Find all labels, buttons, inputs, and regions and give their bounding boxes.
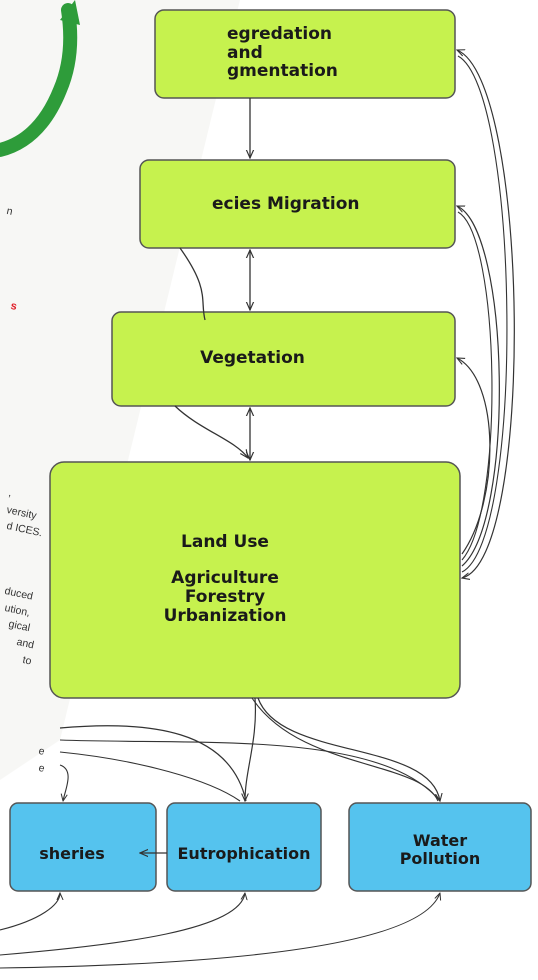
degradation-line2: gmentation	[227, 61, 338, 82]
land-use-agriculture: Agriculture	[171, 568, 279, 589]
fisheries-text: sheries	[39, 844, 105, 864]
bottom-curve-3	[0, 893, 440, 969]
feedback-landuse-to-vegetation	[457, 358, 491, 555]
bottom-curve-2	[0, 893, 245, 956]
node-vegetation-box	[111, 311, 456, 407]
node-fisheries-label: sheries	[12, 840, 132, 868]
paper-logo-arrowhead	[60, 0, 80, 25]
degradation-line1: egredation and	[227, 23, 332, 63]
arrow-fan-3	[251, 697, 439, 802]
node-eutrophication-box	[166, 802, 322, 892]
land-use-title: Land Use	[181, 531, 269, 552]
arrow-fan-5	[59, 739, 441, 802]
arrow-landuse-to-eutrophication	[245, 697, 257, 801]
water-pollution-line1: Water	[412, 831, 468, 851]
land-use-urbanization: Urbanization	[163, 605, 287, 626]
feedback-landuse-to-species	[457, 206, 500, 567]
bottom-curve-1	[0, 893, 60, 931]
arrow-fan-6	[59, 764, 69, 801]
arrow-landuse-to-water-pollution	[257, 697, 440, 801]
node-water-pollution-box	[348, 802, 532, 892]
node-water-pollution-label: Water Pollution	[350, 828, 530, 872]
water-pollution-line2: Pollution	[399, 849, 481, 868]
node-vegetation-label: Vegetation	[150, 340, 355, 376]
paper-logo-arc	[0, 3, 78, 157]
eutrophication-text: Eutrophication	[177, 844, 311, 864]
node-degradation-label: egredation and gmentation	[165, 23, 365, 82]
node-eutrophication-label: Eutrophication	[168, 840, 320, 868]
vegetation-text: Vegetation	[200, 347, 305, 368]
node-species-migration-box	[139, 159, 456, 249]
species-migration-text: ecies Migration	[212, 193, 360, 214]
feedback-loop-2	[457, 55, 508, 573]
node-land-use-label: Land Use Agriculture Forestry Urbanizati…	[130, 514, 320, 644]
feedback-loop-4	[457, 211, 493, 561]
node-fisheries-box	[9, 802, 157, 892]
node-degradation-box	[154, 9, 456, 99]
node-species-migration-label: ecies Migration	[150, 186, 400, 222]
arrow-species-to-landuse-curve	[179, 247, 206, 321]
land-use-forestry: Forestry	[184, 587, 266, 607]
arrow-landuse-to-fisheries	[59, 725, 247, 802]
feedback-landuse-to-degradation	[457, 50, 515, 578]
arrow-fan-7	[59, 751, 241, 802]
arrow-vegetation-to-landuse-curve	[174, 405, 248, 458]
